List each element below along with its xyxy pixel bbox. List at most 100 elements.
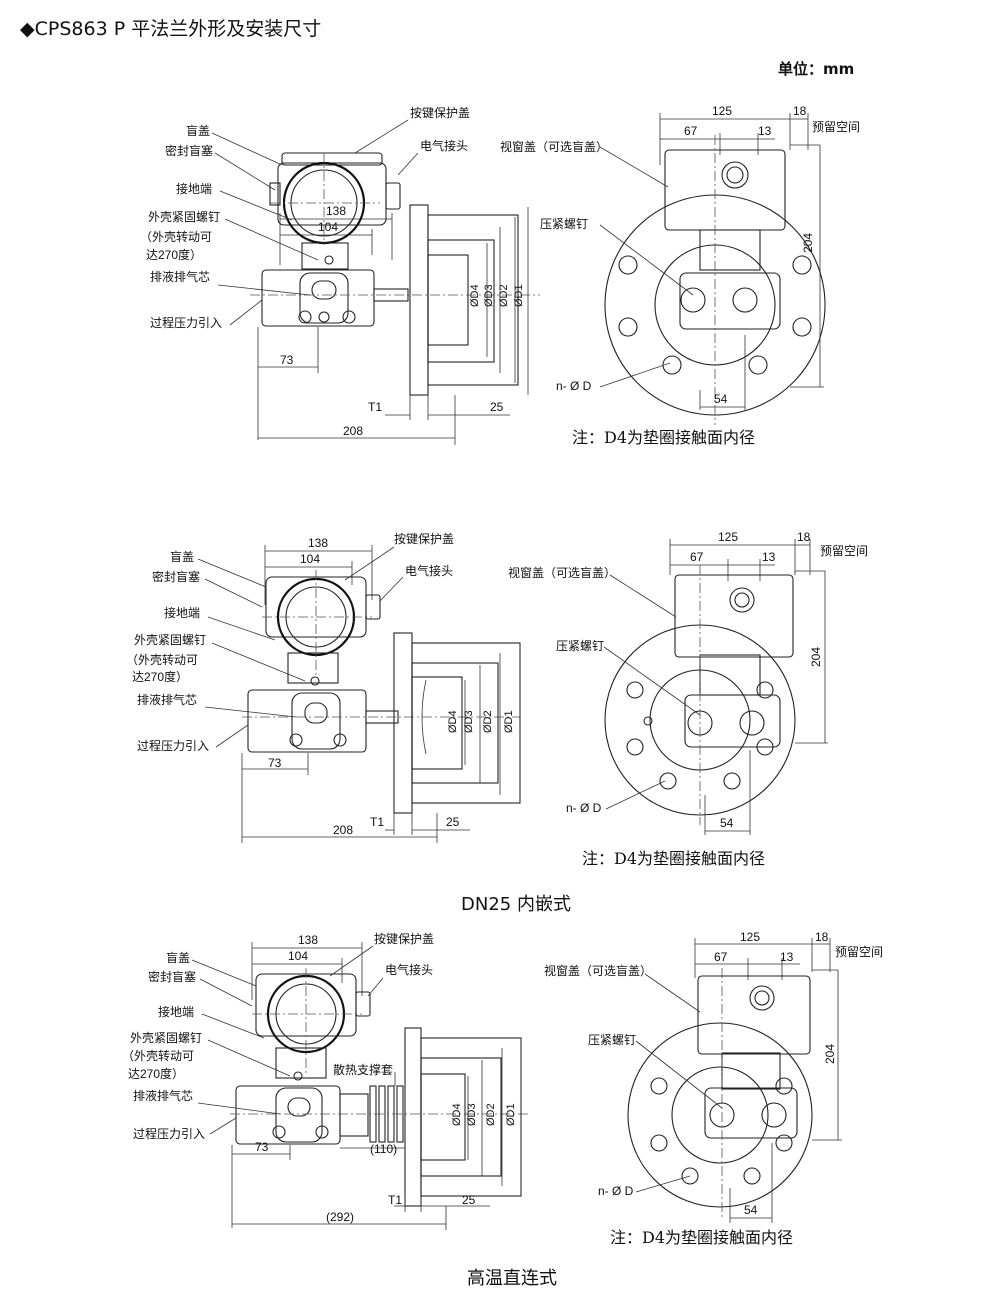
- dim-204: 204: [823, 1044, 837, 1064]
- dim-104: 104: [288, 949, 308, 963]
- dim-t1: T1: [368, 400, 382, 414]
- label-screw: 外壳紧固螺钉: [148, 210, 220, 224]
- dim-73: 73: [280, 353, 294, 367]
- dim-67: 67: [714, 950, 728, 964]
- label-process: 过程压力引入: [150, 315, 222, 330]
- label-rotate-2: 达270度）: [128, 1066, 184, 1081]
- side-view: 138 104 ØD4 ØD3 ØD2 ØD1 73: [126, 532, 521, 843]
- label-rotate-1: （外壳转动可: [126, 652, 198, 667]
- dim-104: 104: [300, 552, 320, 566]
- dim-d1: ØD1: [513, 284, 525, 307]
- label-heat-sleeve: 散热支撑套: [333, 1062, 393, 1077]
- dim-d1: ØD1: [503, 710, 515, 733]
- label-rotate-1: （外壳转动可: [122, 1048, 194, 1063]
- caption-dn25: DN25 内嵌式: [461, 894, 571, 915]
- dim-125: 125: [718, 530, 738, 544]
- page-title: ◆CPS863 P 平法兰外形及安装尺寸: [20, 18, 322, 40]
- label-rotate-2: 达270度）: [146, 247, 202, 262]
- label-blind-cover: 盲盖: [186, 123, 210, 138]
- dim-total: 208: [343, 424, 363, 438]
- label-drain: 排液排气芯: [150, 269, 210, 284]
- dim-54: 54: [744, 1203, 758, 1217]
- dim-d2: ØD2: [498, 284, 510, 307]
- dim-204: 204: [801, 233, 815, 253]
- front-view: 125 18 预留空间 67 13 204 54 视窗盖（可选盲盖）: [508, 530, 868, 835]
- dim-13: 13: [780, 950, 794, 964]
- diagram-2: 138 104 ØD4 ØD3 ØD2 ØD1 73: [126, 530, 868, 843]
- dim-204: 204: [809, 647, 823, 667]
- dim-54: 54: [720, 816, 734, 830]
- front-view: 125 18 预留空间 67 13 204 54 视窗盖（可选盲盖） 压紧螺: [500, 104, 860, 425]
- label-reserve: 预留空间: [820, 544, 868, 558]
- front-view: 125 18 预留空间 67 13 204 54 视窗盖（可选盲盖） 压紧螺: [544, 930, 883, 1223]
- label-rotate-2: 达270度）: [132, 669, 188, 684]
- side-view: 138 104 ØD4 ØD3 ØD2 ØD: [122, 932, 528, 1230]
- label-blind-cover: 盲盖: [166, 950, 190, 965]
- label-process: 过程压力引入: [137, 738, 209, 753]
- dim-d1: ØD1: [505, 1103, 517, 1126]
- label-window: 视窗盖（可选盲盖）: [544, 963, 652, 978]
- label-window: 视窗盖（可选盲盖）: [508, 565, 616, 580]
- dim-total: (292): [326, 1210, 354, 1224]
- label-window: 视窗盖（可选盲盖）: [500, 139, 608, 154]
- dim-18: 18: [815, 930, 829, 944]
- dim-d3: ØD3: [463, 710, 475, 733]
- dim-73: 73: [268, 756, 282, 770]
- dim-104: 104: [318, 220, 338, 234]
- label-press-screw: 压紧螺钉: [540, 217, 588, 231]
- label-electrical: 电气接头: [420, 138, 468, 153]
- note-2: 注：D4为垫圈接触面内径: [582, 849, 766, 868]
- dim-d2: ØD2: [482, 710, 494, 733]
- label-ground: 接地端: [164, 605, 200, 620]
- label-ground: 接地端: [158, 1004, 194, 1019]
- dim-d4: ØD4: [451, 1103, 463, 1126]
- label-ground: 接地端: [176, 181, 212, 196]
- dim-25: 25: [446, 815, 460, 829]
- label-seal-plug: 密封盲塞: [152, 569, 200, 584]
- dim-25: 25: [462, 1193, 476, 1207]
- label-drain: 排液排气芯: [133, 1088, 193, 1103]
- dim-67: 67: [684, 124, 698, 138]
- label-holes: n- Ø D: [556, 379, 592, 393]
- dim-54: 54: [714, 392, 728, 406]
- label-press-screw: 压紧螺钉: [556, 639, 604, 653]
- label-screw: 外壳紧固螺钉: [130, 1031, 202, 1045]
- dim-d3: ØD3: [483, 284, 495, 307]
- label-seal-plug: 密封盲塞: [165, 143, 213, 158]
- dim-18: 18: [793, 104, 807, 118]
- label-button-cover: 按键保护盖: [374, 932, 434, 946]
- caption-high-temp: 高温直连式: [467, 1268, 557, 1289]
- label-holes: n- Ø D: [598, 1184, 634, 1198]
- label-seal-plug: 密封盲塞: [148, 969, 196, 984]
- label-press-screw: 压紧螺钉: [588, 1033, 636, 1047]
- dim-73: 73: [255, 1140, 269, 1154]
- label-blind-cover: 盲盖: [170, 549, 194, 564]
- label-drain: 排液排气芯: [137, 692, 197, 707]
- label-screw: 外壳紧固螺钉: [134, 633, 206, 647]
- dim-total: 208: [333, 823, 353, 837]
- note-3: 注：D4为垫圈接触面内径: [610, 1228, 794, 1247]
- dim-d4: ØD4: [447, 710, 459, 733]
- dim-13: 13: [762, 550, 776, 564]
- note-1: 注：D4为垫圈接触面内径: [572, 428, 756, 447]
- dim-d3: ØD3: [466, 1103, 478, 1126]
- dim-18: 18: [797, 530, 811, 544]
- label-reserve: 预留空间: [812, 120, 860, 134]
- label-rotate-1: （外壳转动可: [140, 229, 212, 244]
- side-view: 138 104 ØD4 ØD3 ØD2 ØD1: [140, 106, 540, 445]
- dim-t1: T1: [370, 815, 384, 829]
- dim-110: (110): [370, 1142, 397, 1156]
- dim-67: 67: [690, 550, 704, 564]
- dim-25: 25: [490, 400, 504, 414]
- dim-138: 138: [326, 204, 346, 218]
- unit-label: 单位：mm: [778, 60, 855, 78]
- label-button-cover: 按键保护盖: [410, 106, 470, 120]
- dim-125: 125: [740, 930, 760, 944]
- label-electrical: 电气接头: [385, 962, 433, 977]
- label-holes: n- Ø D: [566, 801, 602, 815]
- dim-d4: ØD4: [469, 284, 481, 307]
- dim-d2: ØD2: [485, 1103, 497, 1126]
- label-process: 过程压力引入: [133, 1126, 205, 1141]
- label-reserve: 预留空间: [835, 945, 883, 959]
- dim-125: 125: [712, 104, 732, 118]
